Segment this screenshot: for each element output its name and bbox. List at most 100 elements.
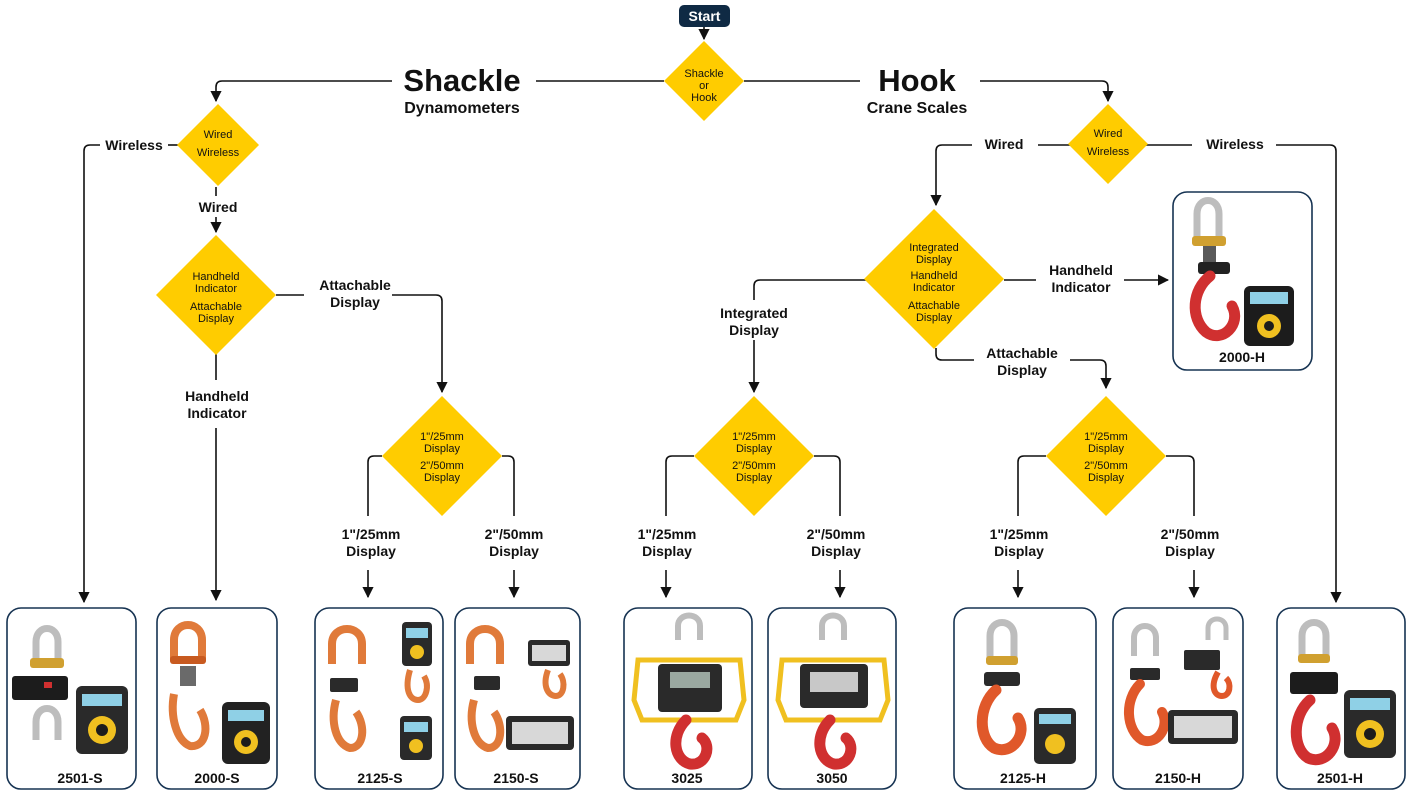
hook-opt1a-label-line1: 1"/25mm <box>638 526 697 542</box>
product-image-3025 <box>631 612 747 770</box>
hook-opt1a-label-line2: Display <box>642 543 692 559</box>
product-image-2501-s <box>12 625 128 754</box>
connector-shackle-d3-right <box>502 455 515 516</box>
product-card-2125-s[interactable]: 2125-S <box>314 607 444 790</box>
diamond-hook-d2-line1: Integrated <box>909 242 959 254</box>
diamond-root: Shackle or Hook <box>664 41 744 121</box>
diamond-root-line1: Shackle <box>684 68 723 80</box>
diamond-shackle-d3-line1: 1"/25mm <box>420 431 464 443</box>
product-card-2501-h[interactable]: 2501-H <box>1276 607 1406 790</box>
product-image-3050 <box>775 612 891 770</box>
diamond-hook-d2-line4: Indicator <box>913 282 956 294</box>
connector-hook-attach-b <box>1070 359 1112 390</box>
diamond-hook-d3b-line1: 1"/25mm <box>1084 431 1128 443</box>
diamond-shackle-wired-wireless: Wired Wireless <box>177 104 259 186</box>
product-image-2501-h <box>1290 619 1396 766</box>
product-card-2000-h[interactable]: 2000-H <box>1172 191 1313 371</box>
diamond-shackle-indicator-type: Handheld Indicator Attachable Display <box>156 235 276 355</box>
connector-shackle-d1 <box>210 80 392 103</box>
diamond-hook-d3b-line2: Display <box>1088 443 1125 455</box>
connector-shackle-attach-b <box>392 294 448 394</box>
product-name-3050: 3050 <box>816 770 847 786</box>
product-image-2000-s <box>168 621 270 764</box>
connector-hook-integrated-a <box>753 279 866 300</box>
shackle-wireless-label: Wireless <box>105 137 163 153</box>
shackle-handheld-label-line1: Handheld <box>185 388 249 404</box>
diamond-hook-integrated-size: 1"/25mm Display 2"/50mm Display <box>694 396 814 516</box>
hook-integrated-label-line2: Display <box>729 322 779 338</box>
product-card-2501-s[interactable]: 2501-S <box>6 607 137 790</box>
shackle-wired-label: Wired <box>199 199 238 215</box>
product-name-2125-s: 2125-S <box>357 770 402 786</box>
start-badge <box>679 5 730 27</box>
shackle-attachable-label-line2: Display <box>330 294 380 310</box>
connector-hook-attach-a <box>935 348 974 361</box>
hook-title: Hook <box>878 63 956 98</box>
diamond-hook-d3b-line4: Display <box>1088 472 1125 484</box>
diamond-shackle-d1-line1: Wired <box>204 129 233 141</box>
diamond-shackle-d2-line3: Attachable <box>190 301 242 313</box>
product-card-3050[interactable]: 3050 <box>767 607 897 790</box>
product-name-2000-h: 2000-H <box>1219 349 1265 365</box>
product-card-2125-h[interactable]: 2125-H <box>953 607 1097 790</box>
start-label: Start <box>689 8 721 24</box>
shackle-opt1-label-line1: 1"/25mm <box>342 526 401 542</box>
hook-handheld-label-line1: Handheld <box>1049 262 1113 278</box>
diamond-hook-d2-line5: Attachable <box>908 300 960 312</box>
connector-shackle-d3-left <box>367 455 382 516</box>
diamond-hook-d1-line1: Wired <box>1094 128 1123 140</box>
hook-opt2b-label-line2: Display <box>1165 543 1215 559</box>
diamond-shackle-d2-line1: Handheld <box>192 271 239 283</box>
hook-attachable-label-line1: Attachable <box>986 345 1058 361</box>
product-card-2000-s[interactable]: 2000-S <box>156 607 278 790</box>
hook-opt2a-label-line1: 2"/50mm <box>807 526 866 542</box>
product-card-2150-h[interactable]: 2150-H <box>1112 607 1244 790</box>
diamond-hook-d3a-line4: Display <box>736 472 773 484</box>
product-image-2150-h <box>1123 616 1238 747</box>
diamond-hook-display-type: Integrated Display Handheld Indicator At… <box>864 209 1004 349</box>
diamond-hook-d2-line3: Handheld <box>910 270 957 282</box>
shackle-handheld-label-line2: Indicator <box>187 405 247 421</box>
start-node: Start <box>679 5 730 27</box>
diamond-hook-d3b-line3: 2"/50mm <box>1084 460 1128 472</box>
product-card-3025[interactable]: 3025 <box>623 607 753 790</box>
hook-wired-label: Wired <box>985 136 1024 152</box>
product-image-2125-h <box>976 619 1076 764</box>
product-name-2150-h: 2150-H <box>1155 770 1201 786</box>
product-card-2150-s[interactable]: 2150-S <box>454 607 581 790</box>
product-image-2150-s <box>466 625 574 753</box>
diamond-hook-wired-wireless: Wired Wireless <box>1068 104 1148 184</box>
product-image-2000-h <box>1189 197 1294 346</box>
product-name-2000-s: 2000-S <box>194 770 239 786</box>
connector-shackle-wireless-b <box>78 144 100 604</box>
shackle-opt1-label-line2: Display <box>346 543 396 559</box>
diamond-shackle-d3-line3: 2"/50mm <box>420 460 464 472</box>
product-name-2501-s: 2501-S <box>57 770 102 786</box>
shackle-subtitle: Dynamometers <box>404 100 520 117</box>
hook-opt2a-label-line2: Display <box>811 543 861 559</box>
connector-hook-d3a-left <box>665 455 694 516</box>
hook-attachable-label-line2: Display <box>997 362 1047 378</box>
hook-opt1b-label-line2: Display <box>994 543 1044 559</box>
diamond-shackle-display-size: 1"/25mm Display 2"/50mm Display <box>382 396 502 516</box>
diamond-shackle-d1-line2: Wireless <box>197 147 240 159</box>
connector-hook-d3b-right <box>1166 455 1195 516</box>
product-name-2501-h: 2501-H <box>1317 770 1363 786</box>
connector-hook-d3b-left <box>1017 455 1046 516</box>
hook-integrated-label-line1: Integrated <box>720 305 788 321</box>
diamond-hook-d3a-line1: 1"/25mm <box>732 431 776 443</box>
connector-hook-wireless-b <box>1276 144 1342 604</box>
diamond-shackle-d2-line2: Indicator <box>195 283 238 295</box>
connectors <box>78 27 1342 604</box>
diamond-hook-d2-line2: Display <box>916 254 953 266</box>
shackle-opt2-label-line2: Display <box>489 543 539 559</box>
diamond-hook-d2-line6: Display <box>916 312 953 324</box>
diamond-shackle-d3-line2: Display <box>424 443 461 455</box>
connector-hook-wired-b <box>930 144 972 207</box>
diamond-shackle-d3-line4: Display <box>424 472 461 484</box>
diamond-root-line2: or <box>699 80 709 92</box>
hook-handheld-label-line2: Indicator <box>1051 279 1111 295</box>
shackle-opt2-label-line1: 2"/50mm <box>485 526 544 542</box>
connector-hook-d1 <box>980 80 1114 103</box>
